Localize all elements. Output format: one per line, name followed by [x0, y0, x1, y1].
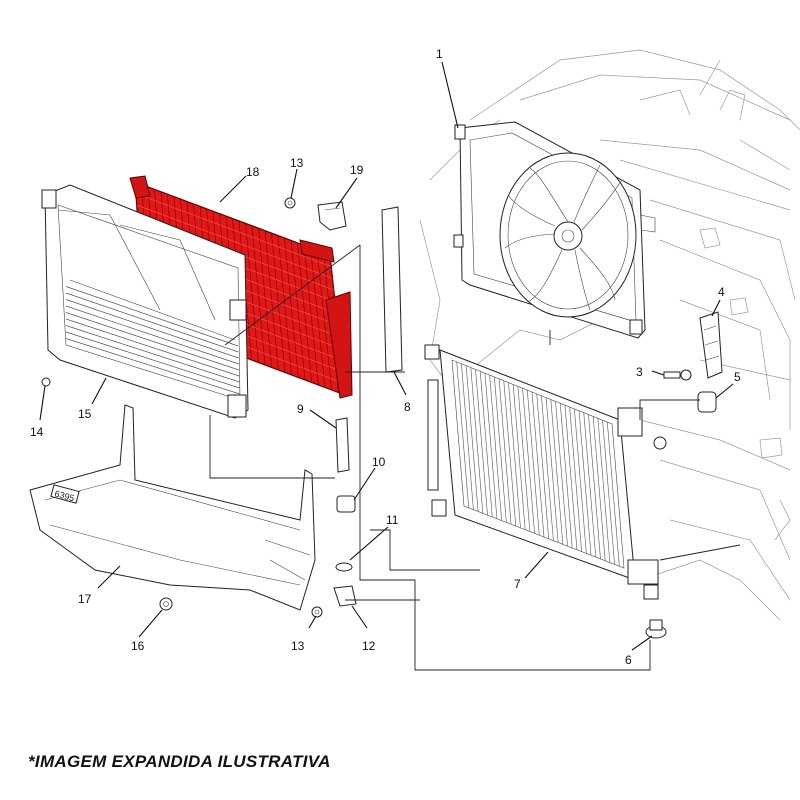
- callout-7: 7: [514, 577, 521, 591]
- bracket-12: [333, 585, 357, 607]
- callout-12: 12: [362, 639, 376, 653]
- callout-8: 8: [404, 400, 411, 414]
- callout-1: 1: [436, 47, 443, 61]
- lower-deflector: 6395: [29, 404, 316, 611]
- callout-9: 9: [297, 402, 304, 416]
- seal-strip-9: [335, 417, 350, 473]
- callout-13-lower: 13: [291, 639, 305, 653]
- callout-18: 18: [246, 165, 260, 179]
- radiator: [424, 344, 667, 600]
- assembly-lines: [209, 244, 741, 671]
- bracket-19: [317, 201, 347, 231]
- callout-15: 15: [78, 407, 92, 421]
- bolt-3: [663, 369, 692, 381]
- bracket-4: [699, 311, 723, 379]
- fastener-13-upper: [284, 197, 296, 209]
- leader-lines: [39, 61, 734, 651]
- callout-5: 5: [734, 370, 741, 384]
- frame-slats: [65, 286, 240, 395]
- push-pin-14: [41, 377, 51, 387]
- callout-11: 11: [386, 513, 399, 527]
- fastener-13-lower: [311, 606, 323, 618]
- callout-3: 3: [636, 365, 643, 379]
- insulator-10: [336, 495, 356, 513]
- insulator-5: [697, 391, 717, 413]
- callout-16: 16: [131, 639, 145, 653]
- push-pin-16: [159, 597, 173, 611]
- callout-19: 19: [350, 163, 364, 177]
- front-frame: [41, 184, 249, 419]
- callout-labels: 1 3 4 5 6 7 8 9 10 11 12 13 13 14 15 16 …: [30, 47, 741, 667]
- callout-10: 10: [372, 455, 386, 469]
- callout-14: 14: [30, 425, 44, 439]
- callout-4: 4: [718, 285, 725, 299]
- callout-6: 6: [625, 653, 632, 667]
- radiator-fins: [456, 361, 620, 567]
- clip-11: [335, 562, 353, 572]
- callout-17: 17: [78, 592, 92, 606]
- fan-shroud-assembly: [453, 121, 656, 339]
- callout-13-upper: 13: [290, 156, 304, 170]
- seal-strip-8: [381, 206, 403, 373]
- insulator-6: [645, 619, 667, 639]
- illustrative-caption: *IMAGEM EXPANDIDA ILUSTRATIVA: [28, 752, 331, 771]
